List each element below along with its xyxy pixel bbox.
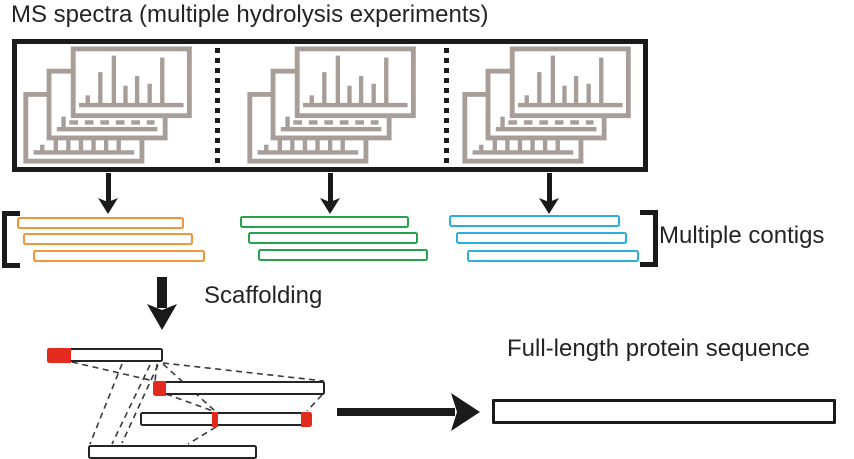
scaffold-contig-orange [140,411,312,427]
ms-spectrum-stack-icon [245,46,423,166]
dotted-separator [444,48,449,163]
overlap-marker [212,411,218,427]
contig-cyan [449,215,620,227]
contig-orange [17,217,184,229]
right-arrow-icon [337,393,480,431]
multiple-contigs-label: Multiple contigs [659,222,825,249]
contig-green [240,216,409,228]
contig-green [258,249,428,261]
overlap-marker [152,380,166,396]
contig-cyan [456,232,627,244]
full-length-label: Full-length protein sequence [507,335,810,362]
ms-spectrum-stack-icon [21,46,199,166]
open-bracket [2,211,20,268]
ms-spectrum-stack-icon [460,46,638,166]
down-arrow-icon [320,173,340,214]
diagram-title: MS spectra (multiple hydrolysis experime… [11,1,489,28]
contig-green [248,232,418,244]
contig-orange [33,250,205,262]
dotted-separator [215,48,220,163]
overlap-marker [300,411,312,427]
down-arrow-icon [98,173,118,214]
close-bracket [640,210,658,267]
scaffold-contig-green [152,380,325,396]
bold-down-arrow-icon [147,277,177,330]
contig-orange [23,233,193,245]
scaffolding-label: Scaffolding [204,282,323,309]
contig-cyan [467,250,639,262]
ms-spectra-box [12,39,648,172]
down-arrow-icon [539,173,559,214]
full-length-protein-bar [492,399,836,424]
overlap-marker [46,347,71,363]
scaffold-contig-orange [46,347,163,363]
scaffold-contig-cyan [88,445,257,459]
